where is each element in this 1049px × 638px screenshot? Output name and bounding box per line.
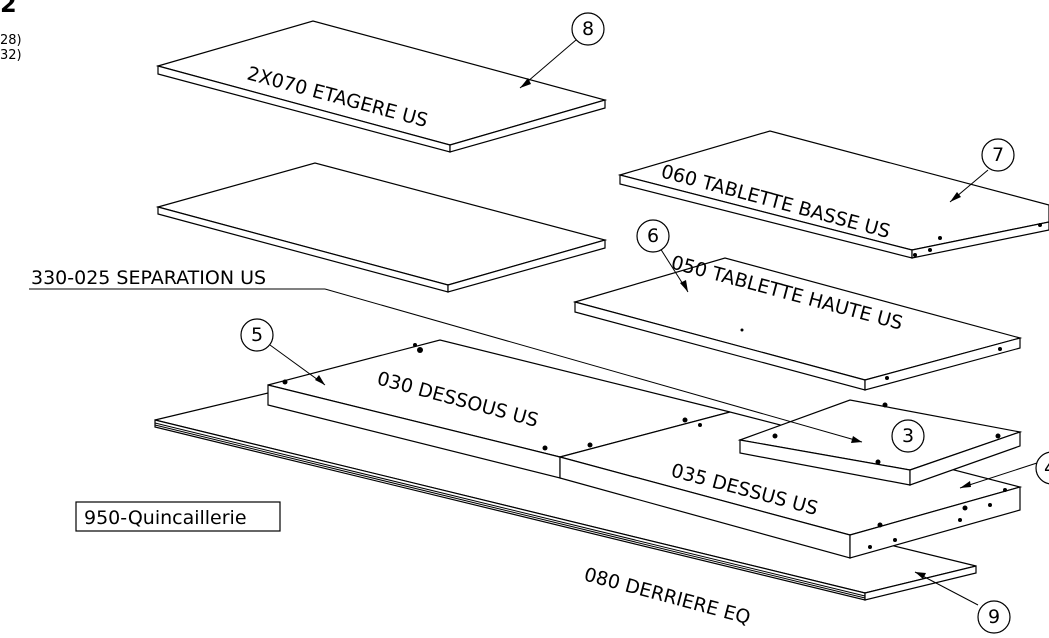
panel-tablette-basse <box>617 130 1049 259</box>
leader-lines <box>29 39 1041 606</box>
panel-tablette-haute <box>572 257 1023 391</box>
panel-etagere-lower <box>155 162 608 293</box>
balloon-4: 4 <box>1035 451 1049 485</box>
balloon-3: 3 <box>891 419 925 453</box>
label-separation: 330-025 SEPARATION US <box>31 267 266 289</box>
panel-dessous <box>267 339 731 479</box>
panel-derriere <box>154 392 977 601</box>
corner-ref-2: 32) <box>0 48 22 63</box>
balloon-7-number: 7 <box>992 144 1004 166</box>
panel-dessus <box>557 411 1023 559</box>
balloon-6-number: 6 <box>647 225 659 247</box>
corner-title-digit: 2 <box>0 0 17 18</box>
panel-etagere-upper <box>155 20 608 153</box>
panel-separation <box>737 399 1023 486</box>
balloon-9-number: 9 <box>988 606 1000 628</box>
balloon-3-number: 3 <box>902 425 914 447</box>
balloon-8-number: 8 <box>582 18 594 40</box>
balloon-5: 5 <box>240 318 274 352</box>
label-quincaillerie: 950-Quincaillerie <box>84 507 247 529</box>
balloon-9: 9 <box>977 600 1011 634</box>
corner-ref-1: 28) <box>0 33 22 48</box>
balloon-6: 6 <box>636 219 670 253</box>
balloon-8: 8 <box>571 12 605 46</box>
quincaillerie-box <box>75 501 281 532</box>
balloon-5-number: 5 <box>251 324 263 346</box>
label-derriere: 080 DERRIERE EQ <box>582 564 753 630</box>
balloon-4-number: 4 <box>1044 457 1049 479</box>
balloon-7: 7 <box>981 138 1015 172</box>
